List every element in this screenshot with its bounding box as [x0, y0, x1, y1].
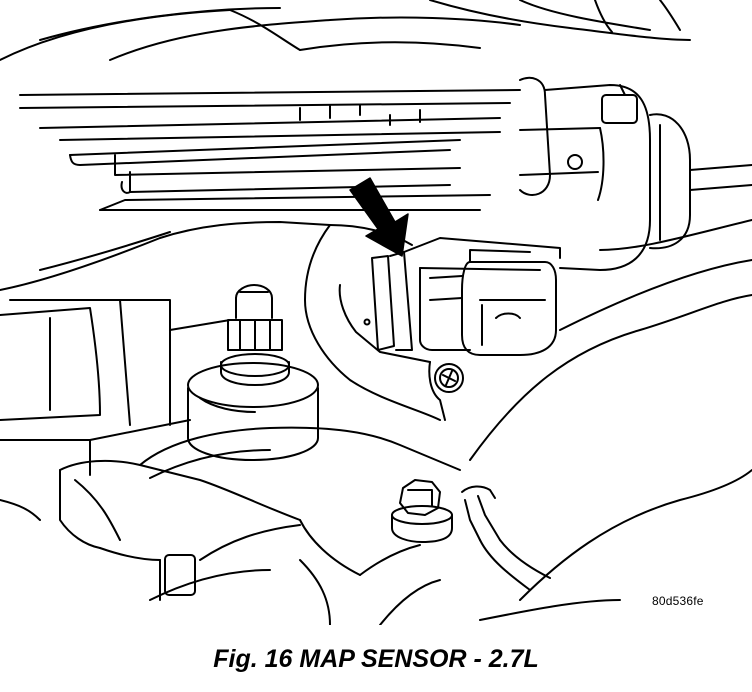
figure-caption: Fig. 16 MAP SENSOR - 2.7L	[213, 645, 539, 673]
hose-clamp	[461, 485, 551, 591]
throttle-body	[519, 76, 752, 271]
lower-bracket	[59, 426, 461, 601]
map-sensor	[329, 224, 561, 421]
hex-bolt	[299, 479, 453, 625]
pointer-arrow-icon	[349, 177, 409, 257]
upper-engine-cover	[0, 0, 691, 61]
image-code-label: 80d536fe	[652, 594, 704, 608]
intake-manifold	[0, 221, 441, 521]
air-duct	[469, 219, 752, 621]
bolt-stud	[187, 284, 319, 461]
map-sensor-illustration	[0, 0, 752, 625]
intake-runners	[19, 89, 521, 211]
